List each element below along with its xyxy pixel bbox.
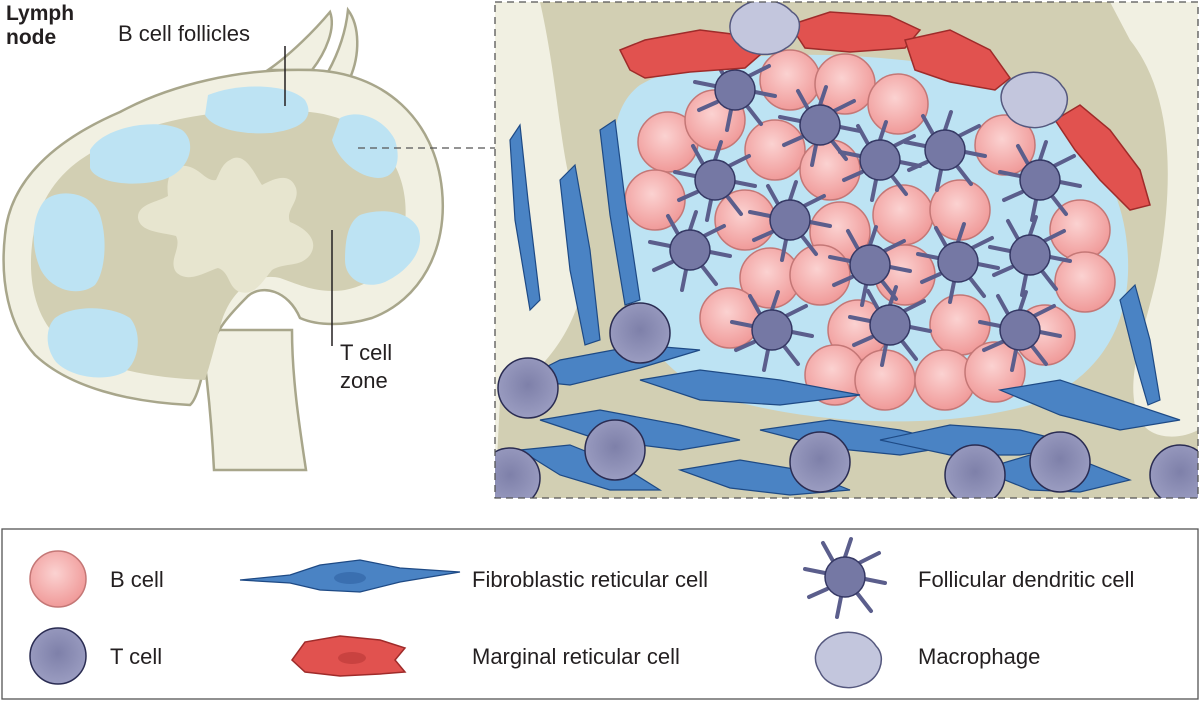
follicle xyxy=(332,114,398,178)
macrophages xyxy=(729,2,1068,129)
follicle xyxy=(205,86,309,134)
t-cell-zone-label-line2: zone xyxy=(340,368,388,393)
legend-b-cell-label: B cell xyxy=(110,567,164,592)
t-cell-zone-region xyxy=(137,157,314,293)
follicle xyxy=(33,193,105,292)
legend-fdc-label: Follicular dendritic cell xyxy=(918,567,1134,592)
efferent-vessel xyxy=(198,328,308,472)
lymph-node-overview: Lymph node B cell follicles T cell zone xyxy=(2,2,495,472)
follicle xyxy=(47,308,138,378)
afferent-vessel-left xyxy=(263,9,334,72)
t-cell-zone-label: T cell xyxy=(340,340,392,365)
legend-macrophage-swatch xyxy=(814,631,882,689)
legend-t-cell-label: T cell xyxy=(110,644,162,669)
marginal-reticular-cells xyxy=(618,11,1151,211)
b-cell-follicles-label: B cell follicles xyxy=(118,21,250,46)
lymph-node-title-line2: node xyxy=(6,26,56,49)
legend-mrc-label: Marginal reticular cell xyxy=(472,644,680,669)
legend-mrc-swatch xyxy=(291,635,407,677)
follicle xyxy=(345,211,421,285)
afferent-vessel-right xyxy=(326,6,359,80)
legend-macrophage-label: Macrophage xyxy=(918,644,1040,669)
t-cells xyxy=(495,302,1198,498)
b-cell-follicles xyxy=(33,86,421,378)
fibroblastic-reticular-cells xyxy=(509,118,1181,496)
legend-frc-label: Fibroblastic reticular cell xyxy=(472,567,708,592)
follicle xyxy=(90,124,191,184)
follicular-dendritic-cells xyxy=(648,50,1082,372)
legend-t-cell-swatch xyxy=(29,627,87,685)
legend: B cell T cell Fibroblastic reticular cel… xyxy=(1,528,1199,700)
follicle-detail-panel xyxy=(494,1,1199,499)
legend-frc-swatch xyxy=(239,559,461,593)
lymph-node-title: Lymph xyxy=(6,2,74,25)
legend-fdc-swatch xyxy=(803,537,887,619)
legend-b-cell-swatch xyxy=(29,550,87,608)
